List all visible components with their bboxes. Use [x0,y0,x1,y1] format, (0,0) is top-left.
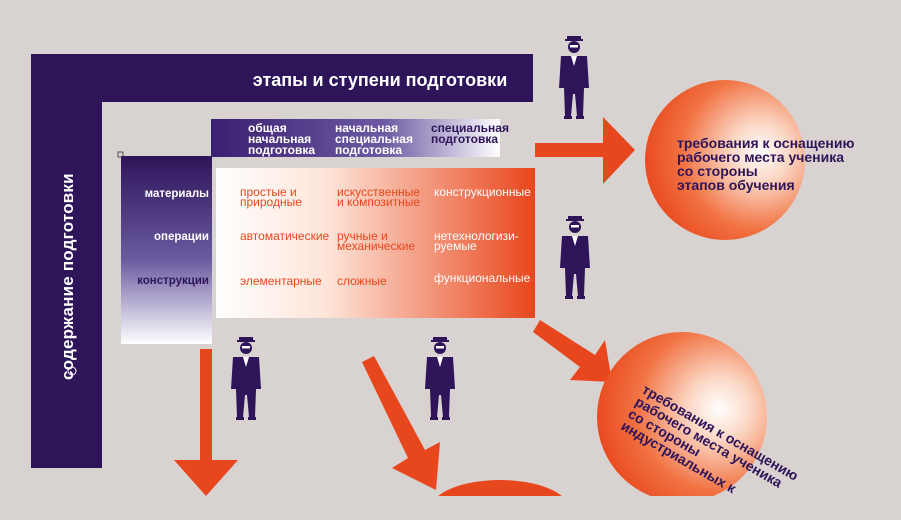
diagram-canvas [31,36,805,496]
row-label-operations: операции [154,231,209,243]
cell-constructions-special: функциональные [434,271,531,285]
circle-partial [438,480,562,496]
person-icon [559,36,589,119]
stage-label-initial-special: начальная специальная подготовка [335,121,413,157]
main-frame [31,54,533,468]
cell-materials-initial: искусственные и композитные [337,185,421,209]
row-label-materials: материалы [144,188,209,200]
circle-bottom [597,332,767,496]
cell-operations-general: автоматические [240,229,330,243]
stage-header-band [211,119,500,157]
person-icon [560,216,590,299]
content-grid [216,168,535,318]
stage-label-general: общая начальная подготовка [248,121,316,157]
arrow-down [174,349,238,496]
header-title: этапы и ступени подготовки [252,70,508,90]
cell-materials-special: конструкционные [434,185,531,199]
circle-top [645,80,805,240]
cell-operations-initial: ручные и механические [337,229,416,253]
stage-label-special: специальная подготовка [431,121,509,146]
arrow-diagonal-right [533,320,612,382]
arrow-right [535,117,635,184]
row-label-constructions: конструкции [137,275,209,287]
cell-operations-special: нетехнологизи- руемые [434,229,519,253]
row-label-column [121,156,212,344]
cell-constructions-general: элементарные [240,274,322,288]
vertical-title: содержание подготовки [58,173,77,380]
cell-materials-general: простые и природные [240,185,302,209]
circle-top-text: требования к оснащению рабочего места уч… [677,135,855,193]
person-icon [425,337,455,420]
cell-constructions-initial: сложные [337,274,387,288]
arrow-diagonal-down [362,356,440,490]
person-icon [231,337,261,420]
arrows [174,117,635,496]
